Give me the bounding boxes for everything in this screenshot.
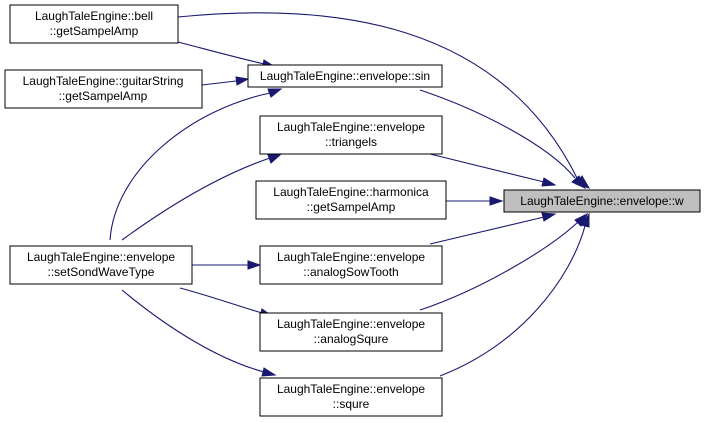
arrowhead-icon bbox=[267, 153, 283, 164]
edge-setsond-to-squre bbox=[121, 289, 265, 373]
node-label-line2: ::triangels bbox=[325, 135, 377, 149]
node-set-sond-wave-type[interactable]: LaughTaleEngine::envelope ::setSondWaveT… bbox=[9, 245, 193, 285]
edge-analogsqure-to-w bbox=[419, 221, 579, 311]
edge-bell-to-w bbox=[177, 12, 579, 181]
arrowhead-icon bbox=[574, 212, 589, 227]
edge-setsond-to-triangels bbox=[121, 157, 271, 241]
node-target-w[interactable]: LaughTaleEngine::envelope::w bbox=[503, 189, 701, 213]
node-guitar-string[interactable]: LaughTaleEngine::guitarString ::getSampe… bbox=[4, 69, 203, 109]
arrowhead-icon bbox=[489, 196, 504, 206]
edge-sin-to-w bbox=[419, 89, 576, 179]
node-label-line2: ::squre bbox=[333, 397, 370, 411]
edge-triangels-to-w bbox=[429, 153, 545, 183]
arrowhead-icon bbox=[541, 177, 557, 187]
node-bell[interactable]: LaughTaleEngine::bell ::getSampelAmp bbox=[9, 4, 179, 44]
arrowhead-icon bbox=[571, 175, 587, 190]
arrowhead-icon bbox=[247, 260, 262, 270]
node-label-line1: LaughTaleEngine::envelope bbox=[27, 250, 175, 264]
edge-sowtooth-to-w bbox=[429, 216, 545, 245]
node-label-line2: ::getSampelAmp bbox=[50, 24, 139, 38]
node-sin[interactable]: LaughTaleEngine::envelope::sin bbox=[247, 64, 443, 88]
node-label-line1: LaughTaleEngine::envelope bbox=[277, 317, 425, 331]
node-triangels[interactable]: LaughTaleEngine::envelope ::triangels bbox=[259, 115, 443, 155]
node-label-line1: LaughTaleEngine::envelope::sin bbox=[260, 69, 430, 83]
node-label-line1: LaughTaleEngine::harmonica bbox=[273, 185, 429, 199]
arrowhead-icon bbox=[541, 212, 557, 222]
node-label-line1: LaughTaleEngine::envelope::w bbox=[520, 194, 684, 208]
node-analog-squre[interactable]: LaughTaleEngine::envelope ::analogSqure bbox=[259, 312, 443, 352]
node-label-line2: ::getSampelAmp bbox=[307, 200, 396, 214]
arrowhead-icon bbox=[235, 76, 250, 86]
arrowhead-icon bbox=[261, 367, 277, 377]
node-harmonica[interactable]: LaughTaleEngine::harmonica ::getSampelAm… bbox=[255, 180, 447, 220]
edge-setsond-to-sin bbox=[109, 92, 271, 241]
node-squre[interactable]: LaughTaleEngine::envelope ::squre bbox=[259, 377, 443, 417]
node-label-line1: LaughTaleEngine::bell bbox=[35, 9, 153, 23]
edge-bell-to-sin bbox=[177, 41, 265, 65]
arrowhead-icon bbox=[580, 212, 590, 228]
edge-squre-to-w bbox=[439, 225, 586, 377]
node-label-line1: LaughTaleEngine::envelope bbox=[277, 382, 425, 396]
node-label-line1: LaughTaleEngine::guitarString bbox=[23, 74, 184, 88]
edge-guitar-to-sin bbox=[201, 80, 237, 86]
node-label-line2: ::getSampelAmp bbox=[59, 89, 148, 103]
node-label-line1: LaughTaleEngine::envelope bbox=[277, 250, 425, 264]
arrowhead-icon bbox=[267, 88, 283, 98]
node-label-line2: ::analogSqure bbox=[314, 332, 389, 346]
node-label-line2: ::analogSowTooth bbox=[303, 265, 398, 279]
node-label-line2: ::setSondWaveType bbox=[48, 265, 155, 279]
node-analog-sow-tooth[interactable]: LaughTaleEngine::envelope ::analogSowToo… bbox=[259, 245, 443, 285]
edge-setsond-to-analogsqure bbox=[179, 287, 263, 314]
node-label-line1: LaughTaleEngine::envelope bbox=[277, 120, 425, 134]
